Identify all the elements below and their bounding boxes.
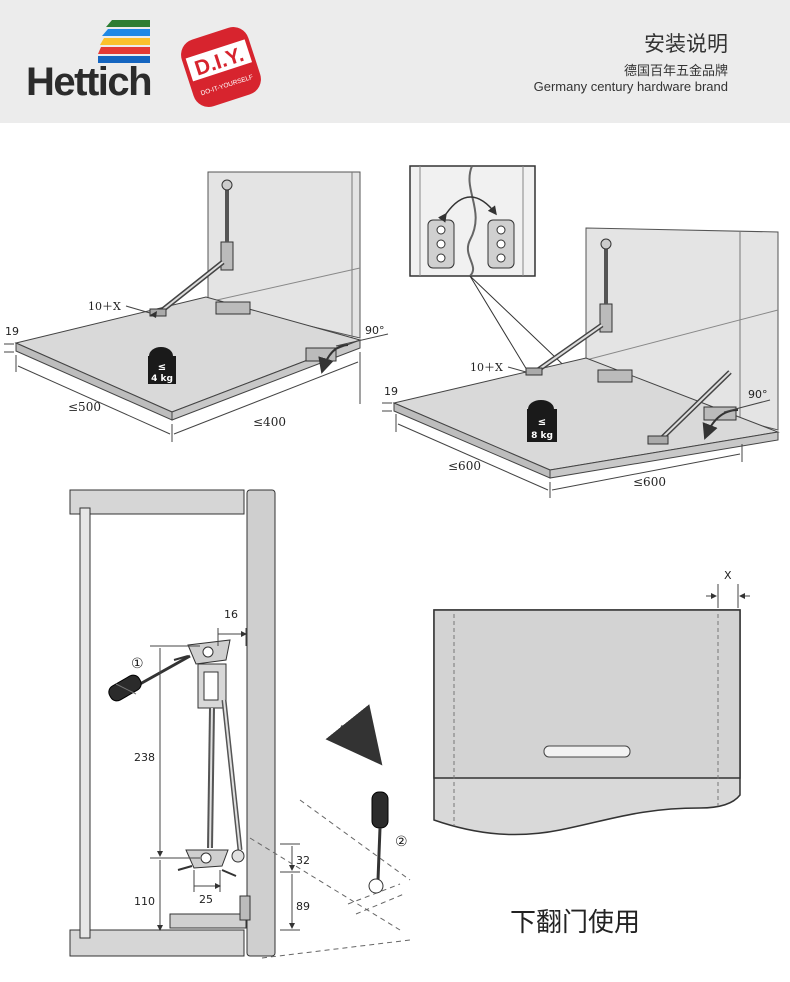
width-dim-label: ≤500 [68,400,101,414]
diagram-cabinet-small: ≤ 4 kg 90° 10＋X 19 ≤500 ≤400 [4,171,389,442]
dim-32-label: 32 [296,854,310,867]
dim-238-label: 238 [134,751,155,764]
header-banner: Hettich D.I.Y. DO-IT-YOURSELF 安装说明 德国百年五… [0,0,790,123]
weight-value-label: 8 kg [531,431,553,441]
diagram-front-door: X [433,569,750,836]
dim-110-label: 110 [134,895,155,908]
diagram-side-section: ① 16 238 110 25 32 89 [69,489,411,959]
thickness-label: 19 [5,325,19,338]
dim-x-label: X [724,569,732,582]
weight-icon: ≤ 4 kg [148,347,176,384]
offset-label: 10＋X [470,361,503,374]
diy-badge-logo: D.I.Y. DO-IT-YOURSELF [181,27,261,107]
screwdriver-icon [371,791,389,881]
diagram-cabinet-large: ≤ 8 kg 90° 10＋X 19 ≤600 ≤600 [382,165,780,498]
angle-label: 90° [365,324,385,337]
weight-limit-label: ≤ [158,362,166,373]
hettich-stripes-logo [98,20,150,63]
subtitle-cn: 德国百年五金品牌 [623,64,728,79]
width-dim-label: ≤600 [448,459,481,473]
brand-logo-text: Hettich [26,60,153,104]
depth-dim-label: ≤400 [253,415,286,429]
weight-icon: ≤ 8 kg [527,400,557,442]
dim-89-label: 89 [296,900,310,913]
angle-label: 90° [748,388,768,401]
usage-caption: 下翻门使用 [510,908,641,938]
door-handle [543,745,631,758]
dim-16-label: 16 [224,608,238,621]
weight-value-label: 4 kg [151,374,173,384]
screwdriver-icon [108,654,191,702]
dim-25-label: 25 [199,893,213,906]
step-1-label: ① [131,656,144,672]
offset-label: 10＋X [88,300,121,313]
page-title: 安装说明 [644,32,728,56]
thickness-label: 19 [384,385,398,398]
depth-dim-label: ≤600 [633,475,666,489]
subtitle-en: Germany century hardware brand [533,79,728,94]
step-2-label: ② [395,834,408,850]
weight-limit-label: ≤ [538,417,546,428]
